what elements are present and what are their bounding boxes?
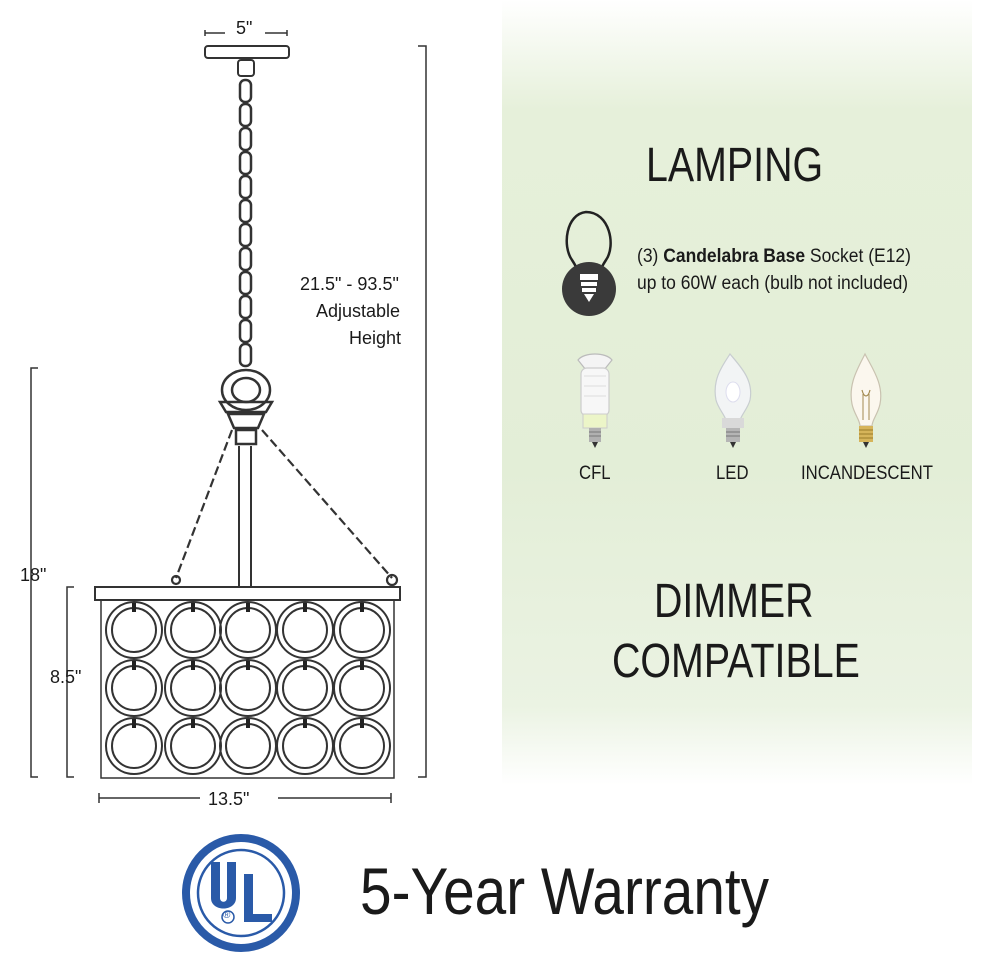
- shade-height-label: 8.5": [50, 667, 82, 687]
- height-label: Height: [349, 328, 402, 348]
- hanging-chain: [238, 78, 253, 368]
- led-label: LED: [716, 463, 749, 484]
- canopy-width-label: 5": [236, 18, 253, 38]
- dimmer-title-line1: DIMMER: [654, 575, 814, 628]
- wattage-description: up to 60W each (bulb not included): [637, 273, 909, 294]
- led-bulb-icon: [714, 352, 752, 448]
- fixture-height-label: 18": [20, 565, 47, 585]
- incandescent-label: INCANDESCENT: [801, 463, 933, 484]
- registered-mark: ®: [223, 910, 231, 921]
- candelabra-bulb-icon: [562, 210, 616, 316]
- chain-height-label: 21.5" - 93.5": [300, 274, 399, 294]
- lamping-title: LAMPING: [646, 139, 824, 192]
- warranty-text: 5-Year Warranty: [360, 854, 770, 928]
- adjustable-label: Adjustable: [316, 301, 401, 321]
- incandescent-bulb-icon: [850, 352, 882, 448]
- dimmer-title-line2: COMPATIBLE: [612, 635, 860, 688]
- cfl-bulb-icon: [577, 353, 613, 448]
- socket-description: (3) Candelabra Base Socket (E12): [637, 246, 911, 267]
- shade-width-label: 13.5": [208, 789, 250, 809]
- cfl-label: CFL: [579, 463, 611, 484]
